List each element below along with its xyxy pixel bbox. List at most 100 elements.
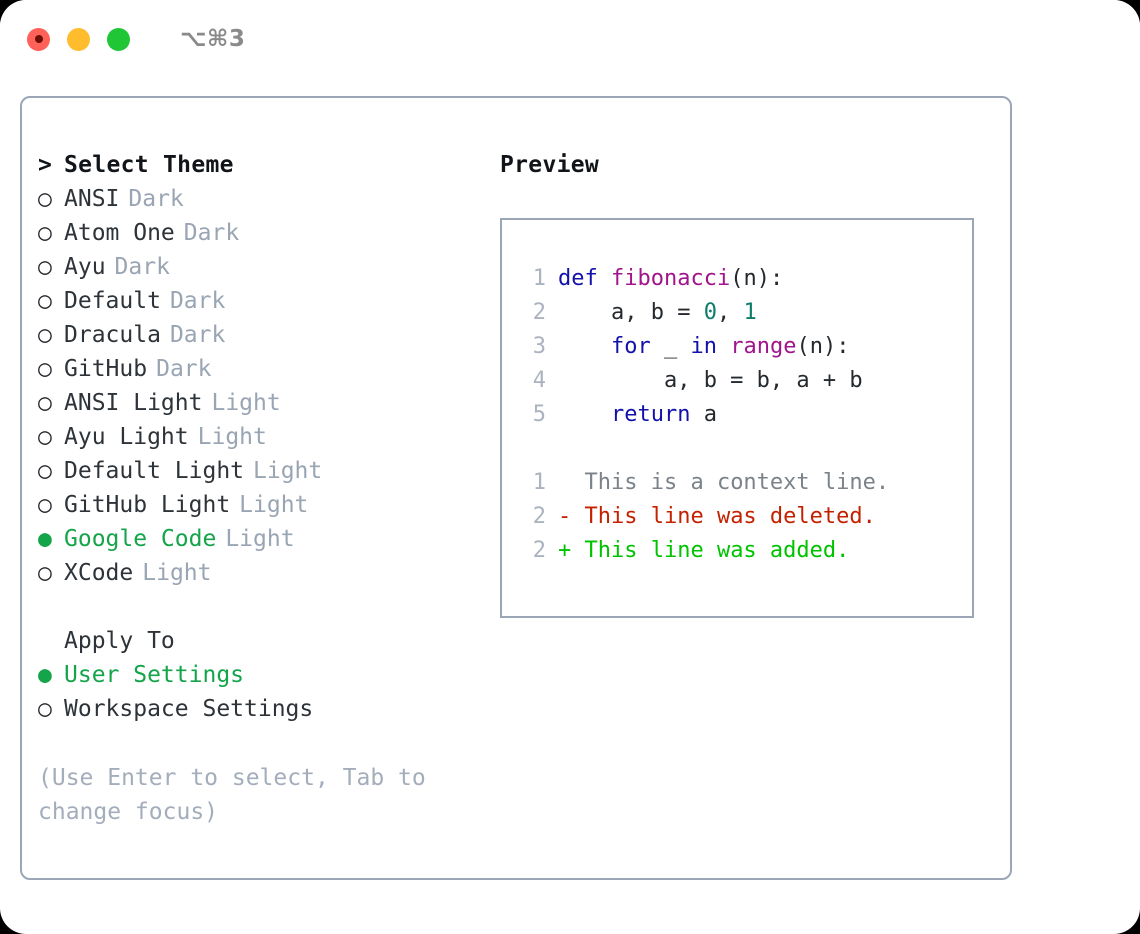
apply-to-user-settings[interactable]: ● User Settings <box>38 658 468 692</box>
theme-name: Default Light <box>64 458 245 484</box>
diff-text: This line was deleted. <box>571 504 876 529</box>
diff-line-context: 1 This is a context line. <box>520 466 972 500</box>
prompt-caret-icon: > <box>38 152 52 178</box>
code-token-keyword: return <box>610 402 691 427</box>
title-bar: ⌥⌘3 <box>0 0 1140 78</box>
preview-column: Preview 1 def fibonacci(n): 2 a, b = 0, … <box>500 148 990 618</box>
minimize-button[interactable] <box>67 27 90 51</box>
theme-item-ansi-light[interactable]: ○ ANSI Light Light <box>38 386 468 420</box>
apply-to-heading-label: Apply To <box>64 628 175 654</box>
radio-unselected-icon[interactable]: ○ <box>38 254 52 280</box>
radio-unselected-icon[interactable]: ○ <box>38 356 52 382</box>
code-token-plain <box>717 334 730 359</box>
theme-name: Google Code <box>64 526 217 552</box>
code-token-plain <box>558 402 611 427</box>
preview-title: Preview <box>500 152 600 178</box>
diff-text: This is a context line. <box>571 470 890 495</box>
radio-unselected-icon[interactable]: ○ <box>38 458 52 484</box>
theme-category: Light <box>197 424 267 450</box>
radio-unselected-icon[interactable]: ○ <box>38 288 52 314</box>
code-token-function: fibonacci <box>610 266 731 291</box>
maximize-button[interactable] <box>107 27 130 51</box>
theme-item-github[interactable]: ○ GitHub Dark <box>38 352 468 386</box>
theme-name: Ayu <box>64 254 106 280</box>
theme-category: Dark <box>169 322 226 348</box>
theme-name: ANSI <box>64 186 120 212</box>
theme-name: Default <box>64 288 161 314</box>
preview-spacer <box>520 432 972 466</box>
traffic-lights <box>27 27 130 51</box>
theme-item-ayu-light[interactable]: ○ Ayu Light Light <box>38 420 468 454</box>
code-token-plain: (n): <box>730 266 784 291</box>
radio-unselected-icon[interactable]: ○ <box>38 424 52 450</box>
line-number: 5 <box>532 402 546 427</box>
code-line: 1 def fibonacci(n): <box>520 262 972 296</box>
spacer-row: · <box>38 590 468 624</box>
diff-sign: - <box>558 504 572 529</box>
theme-category: Dark <box>114 254 170 280</box>
code-token-keyword: in <box>690 334 717 359</box>
close-button[interactable] <box>27 27 50 51</box>
code-token-plain: a <box>690 402 717 427</box>
theme-category: Light <box>211 390 281 416</box>
code-line: 5 return a <box>520 398 972 432</box>
theme-item-xcode[interactable]: ○ XCode Light <box>38 556 468 590</box>
code-token-plain: , <box>716 300 744 325</box>
theme-category: Dark <box>156 356 212 382</box>
line-number: 2 <box>532 300 546 325</box>
select-theme-heading: > Select Theme <box>38 148 468 182</box>
code-token-keyword: for <box>610 334 651 359</box>
code-token-keyword: def <box>558 266 611 291</box>
radio-selected-icon[interactable]: ● <box>38 662 52 688</box>
theme-item-default-light[interactable]: ○ Default Light Light <box>38 454 468 488</box>
theme-item-google-code[interactable]: ● Google Code Light <box>38 522 468 556</box>
theme-item-atom-one[interactable]: ○ Atom One Dark <box>38 216 468 250</box>
line-number: 1 <box>532 266 546 291</box>
code-token-function: range <box>730 334 797 359</box>
code-line: 4 a, b = b, a + b <box>520 364 972 398</box>
theme-dialog-panel: > Select Theme ○ ANSI Dark ○ Atom One Da… <box>20 96 1012 880</box>
theme-item-default[interactable]: ○ Default Dark <box>38 284 468 318</box>
diff-sign <box>558 470 571 495</box>
radio-selected-icon[interactable]: ● <box>38 526 52 552</box>
apply-to-heading: · Apply To <box>38 624 468 658</box>
code-token-plain: _ <box>650 334 691 359</box>
theme-item-github-light[interactable]: ○ GitHub Light Light <box>38 488 468 522</box>
diff-line-deleted: 2 - This line was deleted. <box>520 500 972 534</box>
apply-to-option-label: Workspace Settings <box>64 696 314 722</box>
radio-unselected-icon[interactable]: ○ <box>38 186 52 212</box>
diff-line-added: 2 + This line was added. <box>520 534 972 568</box>
radio-unselected-icon[interactable]: ○ <box>38 560 52 586</box>
radio-unselected-icon[interactable]: ○ <box>38 696 52 722</box>
theme-name: Dracula <box>64 322 161 348</box>
theme-category: Dark <box>128 186 184 212</box>
theme-category: Light <box>142 560 212 586</box>
code-line: 3 for _ in range(n): <box>520 330 972 364</box>
theme-category: Light <box>253 458 323 484</box>
line-number: 3 <box>532 334 546 359</box>
apply-to-option-label: User Settings <box>64 662 245 688</box>
theme-category: Dark <box>183 220 240 246</box>
theme-name: GitHub Light <box>64 492 231 518</box>
code-token-plain: a, b = b, a + b <box>558 368 863 393</box>
line-number: 4 <box>532 368 546 393</box>
radio-unselected-icon[interactable]: ○ <box>38 220 52 246</box>
radio-unselected-icon[interactable]: ○ <box>38 492 52 518</box>
line-number: 2 <box>532 538 546 563</box>
code-token-plain: (n): <box>796 334 850 359</box>
diff-text: This line was added. <box>571 538 850 563</box>
keyboard-hint-text: (Use Enter to select, Tab to change focu… <box>38 765 440 825</box>
code-token-number: 0 <box>703 300 717 325</box>
blank-marker: · <box>38 624 64 658</box>
code-token-number: 1 <box>743 300 757 325</box>
radio-unselected-icon[interactable]: ○ <box>38 322 52 348</box>
radio-unselected-icon[interactable]: ○ <box>38 390 52 416</box>
theme-name: GitHub <box>64 356 148 382</box>
theme-name: Ayu Light <box>64 424 189 450</box>
theme-item-ansi[interactable]: ○ ANSI Dark <box>38 182 468 216</box>
theme-item-ayu[interactable]: ○ Ayu Dark <box>38 250 468 284</box>
apply-to-workspace-settings[interactable]: ○ Workspace Settings <box>38 692 468 726</box>
theme-item-dracula[interactable]: ○ Dracula Dark <box>38 318 468 352</box>
theme-category: Light <box>239 492 309 518</box>
